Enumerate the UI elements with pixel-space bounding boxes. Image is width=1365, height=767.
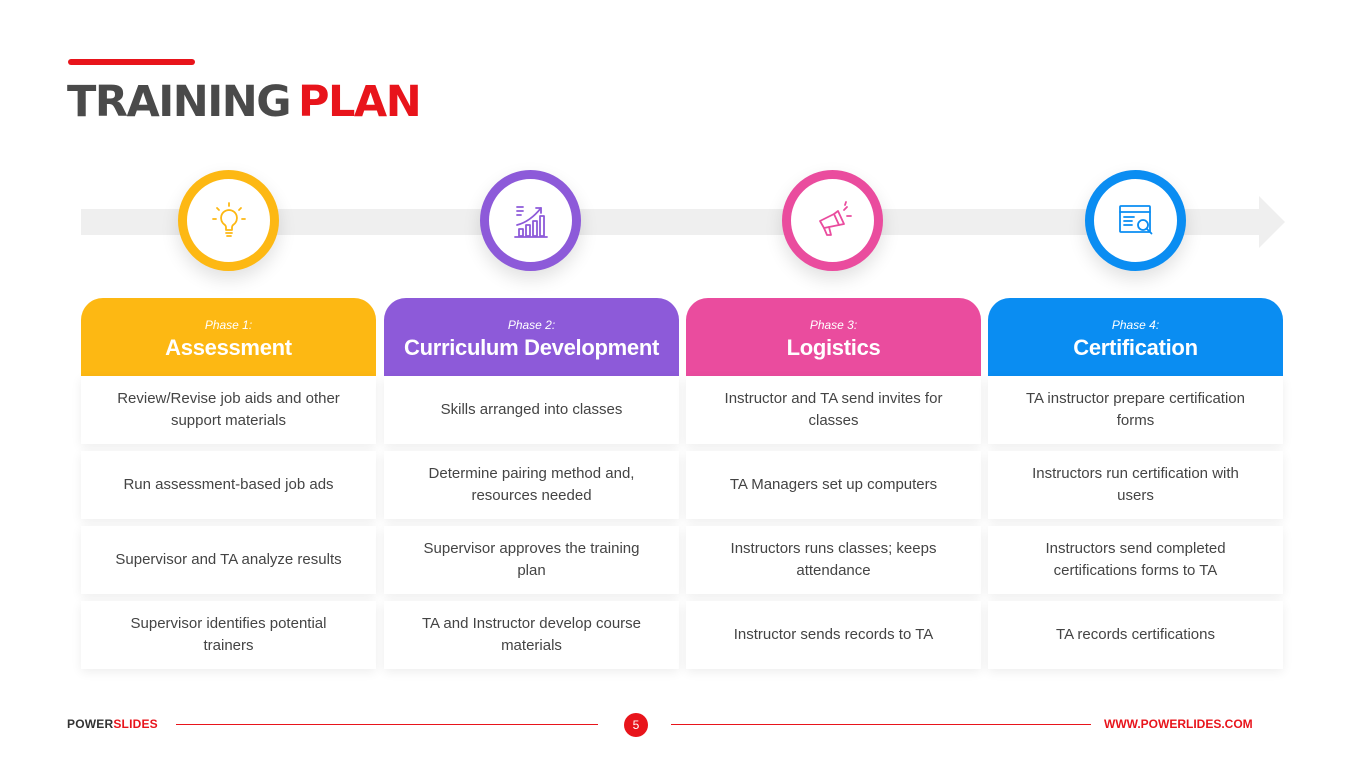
phase-task-text: Instructor and TA send invites for class… — [724, 390, 943, 429]
phase-label: Phase 1: — [204, 318, 253, 332]
phase-task-cell: Instructor and TA send invites for class… — [686, 376, 981, 444]
phase-task-cell: Run assessment-based job ads — [81, 451, 376, 519]
phase-task-cell: Instructors send completed certification… — [988, 526, 1283, 594]
phase-task-text: Skills arranged into classes — [440, 401, 623, 418]
phase-label: Phase 2: — [507, 318, 556, 332]
growth-chart-icon-circle — [480, 170, 581, 271]
phase-task-cell: Instructors run certification with users — [988, 451, 1283, 519]
phase-title: Logistics — [786, 335, 881, 360]
phase-header: Phase 4: Certification — [988, 298, 1283, 376]
phase-column-2: Phase 2: Curriculum Development Skills a… — [384, 298, 679, 669]
lightbulb-icon-circle — [178, 170, 279, 271]
phase-task-cell: Instructors runs classes; keeps attendan… — [686, 526, 981, 594]
phase-task-text: TA and Instructor develop course materia… — [421, 615, 641, 654]
phase-column-1: Phase 1: Assessment Review/Revise job ai… — [81, 298, 376, 669]
phase-task-text: Supervisor and TA analyze results — [115, 551, 342, 568]
web-search-icon — [1118, 204, 1152, 234]
web-search-icon-circle — [1085, 170, 1186, 271]
phase-task-cell: Determine pairing method and, resources … — [384, 451, 679, 519]
phase-task-text: Supervisor identifies potential trainers — [130, 615, 327, 654]
megaphone-icon — [818, 200, 852, 236]
megaphone-icon-circle — [782, 170, 883, 271]
phase-title: Assessment — [165, 335, 292, 360]
phase-task-text: TA instructor prepare certification form… — [1026, 390, 1245, 429]
footer-brand-part-2: SLIDES — [113, 717, 158, 731]
phase-header: Phase 2: Curriculum Development — [384, 298, 679, 376]
timeline-arrow-head — [1259, 196, 1285, 248]
phase-task-cell: TA records certifications — [988, 601, 1283, 669]
phase-task-cell: Instructor sends records to TA — [686, 601, 981, 669]
phase-title: Certification — [1073, 335, 1198, 360]
phase-column-4: Phase 4: Certification TA instructor pre… — [988, 298, 1283, 669]
footer-divider-left — [176, 724, 598, 725]
phase-task-text: Instructors runs classes; keeps attendan… — [730, 540, 937, 579]
phase-label: Phase 3: — [809, 318, 858, 332]
footer-brand-part-1: POWER — [67, 717, 114, 731]
title-part-2: PLAN — [298, 77, 422, 127]
growth-chart-icon — [513, 205, 548, 238]
phase-task-cell: TA and Instructor develop course materia… — [384, 601, 679, 669]
phase-task-text: Determine pairing method and, resources … — [428, 465, 635, 504]
phase-task-cell: Supervisor approves the training plan — [384, 526, 679, 594]
footer-website-link[interactable]: WWW.POWERLIDES.COM — [1104, 717, 1253, 731]
title-part-1: TRAINING — [67, 77, 292, 127]
phase-task-text: TA Managers set up computers — [729, 476, 938, 493]
phase-task-cell: Supervisor and TA analyze results — [81, 526, 376, 594]
footer-brand: POWERSLIDES — [67, 717, 158, 731]
page-number-badge: 5 — [624, 713, 648, 737]
phase-label: Phase 4: — [1111, 318, 1160, 332]
phase-task-text: Instructor sends records to TA — [733, 626, 934, 643]
phase-task-text: TA records certifications — [1056, 626, 1215, 643]
phase-task-text: Review/Revise job aids and other support… — [117, 390, 340, 429]
phase-title: Curriculum Development — [403, 335, 659, 360]
title-accent-bar — [68, 59, 195, 65]
phase-task-text: Supervisor approves the training plan — [423, 540, 640, 579]
phase-task-cell: Supervisor identifies potential trainers — [81, 601, 376, 669]
phase-header: Phase 1: Assessment — [81, 298, 376, 376]
footer-divider-right — [671, 724, 1091, 725]
lightbulb-icon — [211, 201, 246, 237]
phase-task-text: Run assessment-based job ads — [123, 476, 334, 493]
phase-task-cell: TA instructor prepare certification form… — [988, 376, 1283, 444]
phase-header: Phase 3: Logistics — [686, 298, 981, 376]
phase-task-cell: TA Managers set up computers — [686, 451, 981, 519]
phase-task-text: Instructors run certification with users — [1032, 465, 1239, 504]
phase-task-cell: Review/Revise job aids and other support… — [81, 376, 376, 444]
phase-task-cell: Skills arranged into classes — [384, 376, 679, 444]
phase-task-text: Instructors send completed certification… — [1045, 540, 1226, 579]
phase-column-3: Phase 3: Logistics Instructor and TA sen… — [686, 298, 981, 669]
